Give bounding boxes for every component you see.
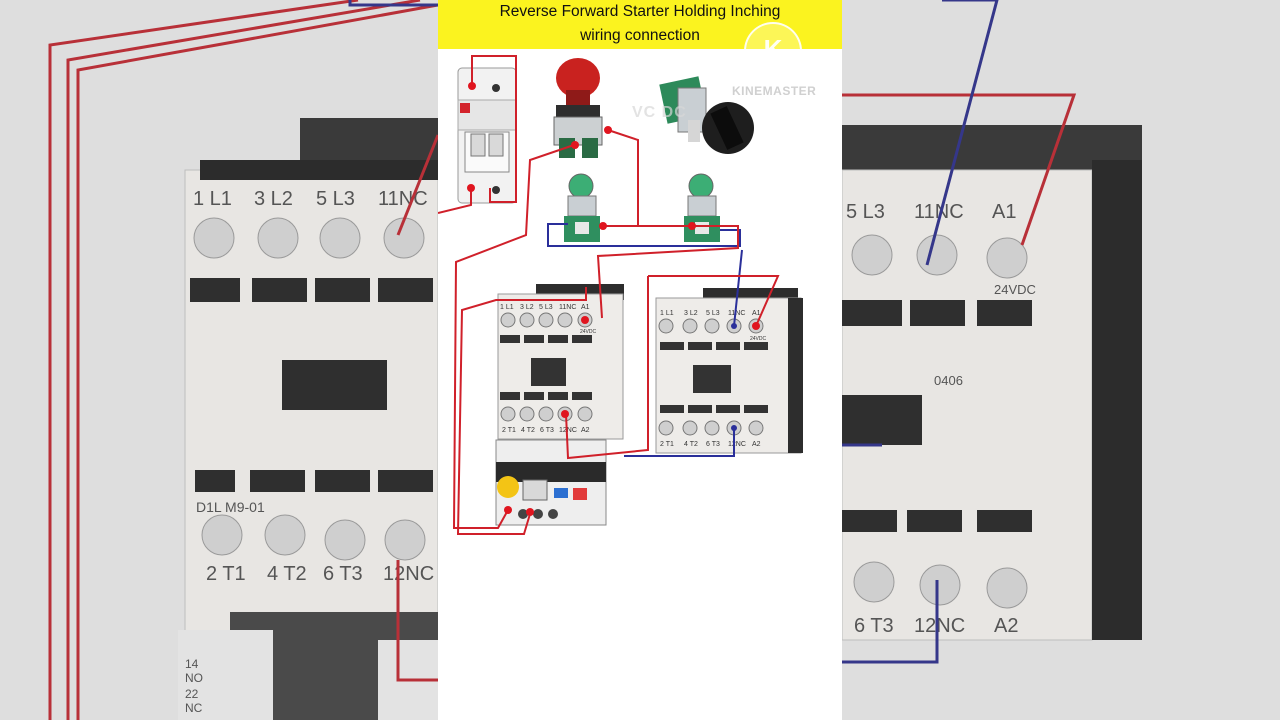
svg-text:D1L M9-01: D1L M9-01 (196, 499, 265, 515)
title-line-2: wiring connection (580, 27, 700, 44)
svg-text:0406: 0406 (934, 373, 963, 388)
watermark-partial: VC DC (632, 104, 687, 121)
wire-push-blue (547, 223, 741, 247)
mcb-breaker-icon (457, 67, 517, 204)
wire-c1-to-c2-nc (624, 428, 735, 457)
svg-text:A1: A1 (581, 304, 590, 311)
svg-text:22: 22 (185, 687, 199, 701)
wiring-diagram: 1 L1 3 L2 5 L3 11NC A1 2 T1 4 T2 6 T3 12… (438, 55, 803, 535)
svg-text:11NC: 11NC (914, 201, 964, 223)
svg-text:5 L3: 5 L3 (539, 304, 553, 311)
svg-text:A2: A2 (752, 441, 761, 448)
svg-text:3 L2: 3 L2 (254, 188, 293, 210)
svg-text:12NC: 12NC (728, 441, 746, 448)
svg-text:A1: A1 (752, 310, 761, 317)
svg-text:5 L3: 5 L3 (706, 310, 720, 317)
wire-c2-to-c1-nc (565, 276, 649, 460)
svg-text:A2: A2 (581, 427, 590, 434)
bg-right-label: 5 L3 (846, 201, 885, 223)
svg-text:5 L3: 5 L3 (316, 188, 355, 210)
contactor-icon-2: 1 L1 3 L2 5 L3 11NC A1 2 T1 4 T2 6 T3 12… (655, 288, 803, 454)
wire-mcb-out (438, 190, 472, 214)
svg-text:2 T1: 2 T1 (502, 427, 516, 434)
background-left-contactor: 1 L1 3 L2 5 L3 11NC 2 T1 4 T2 6 T3 12NC … (0, 0, 438, 720)
contactor1-terminal: 1 L1 (500, 304, 514, 311)
svg-text:3 L2: 3 L2 (520, 304, 534, 311)
svg-text:12NC: 12NC (559, 427, 577, 434)
wire-to-c2-a1 (648, 275, 780, 327)
svg-text:3 L2: 3 L2 (684, 310, 698, 317)
push-button-icon-2 (684, 173, 720, 242)
svg-text:12NC: 12NC (914, 615, 965, 637)
wire-estop-supply (452, 144, 575, 529)
watermark-brand: KINEMASTER (732, 84, 817, 98)
svg-text:6 T3: 6 T3 (706, 441, 720, 448)
svg-text:A2: A2 (994, 615, 1018, 637)
svg-text:4 T2: 4 T2 (267, 563, 307, 585)
wiring (438, 55, 780, 535)
svg-text:A1: A1 (992, 201, 1016, 223)
contactor-icon: 1 L1 3 L2 5 L3 11NC A1 2 T1 4 T2 6 T3 12… (497, 284, 624, 440)
wire-c1-loop (456, 287, 587, 535)
background-right-contactor: 5 L3 11NC A1 6 T3 12NC A2 24VDC 0406 (842, 0, 1280, 720)
push-button-icon (564, 173, 600, 242)
kinemaster-logo-icon: K (744, 22, 802, 80)
logo-letter: K (763, 34, 783, 64)
svg-text:6 T3: 6 T3 (323, 563, 363, 585)
svg-text:2 T1: 2 T1 (206, 563, 246, 585)
selector-switch-icon (659, 76, 754, 154)
wire-mcb-loop (471, 55, 517, 203)
svg-text:4 T2: 4 T2 (521, 427, 535, 434)
svg-text:11NC: 11NC (559, 304, 576, 311)
bg-left-label: 1 L1 (193, 188, 232, 210)
svg-text:24VDC: 24VDC (994, 282, 1036, 297)
svg-text:11NC: 11NC (378, 188, 428, 210)
svg-text:24VDC: 24VDC (750, 336, 767, 342)
svg-text:NO: NO (185, 671, 203, 685)
diagram-panel: Reverse Forward Starter Holding Inching … (438, 0, 842, 720)
svg-text:4 T2: 4 T2 (684, 441, 698, 448)
svg-text:6 T3: 6 T3 (854, 615, 894, 637)
contactor2-terminal: 1 L1 (660, 310, 674, 317)
title-line-1: Reverse Forward Starter Holding Inching (499, 3, 781, 20)
svg-text:11NC: 11NC (728, 310, 745, 317)
svg-text:6 T3: 6 T3 (540, 427, 554, 434)
svg-text:24VDC: 24VDC (580, 329, 597, 335)
terminal-dots (467, 82, 760, 516)
wire-to-c2-nc (733, 249, 743, 327)
svg-text:NC: NC (185, 701, 203, 715)
wire-to-c1-a1 (596, 225, 739, 319)
wire-estop-to-push (600, 129, 639, 227)
svg-text:2 T1: 2 T1 (660, 441, 674, 448)
overload-relay-icon (495, 439, 607, 526)
emergency-stop-icon (553, 58, 603, 158)
svg-text:12NC: 12NC (383, 563, 434, 585)
svg-text:14: 14 (185, 657, 199, 671)
